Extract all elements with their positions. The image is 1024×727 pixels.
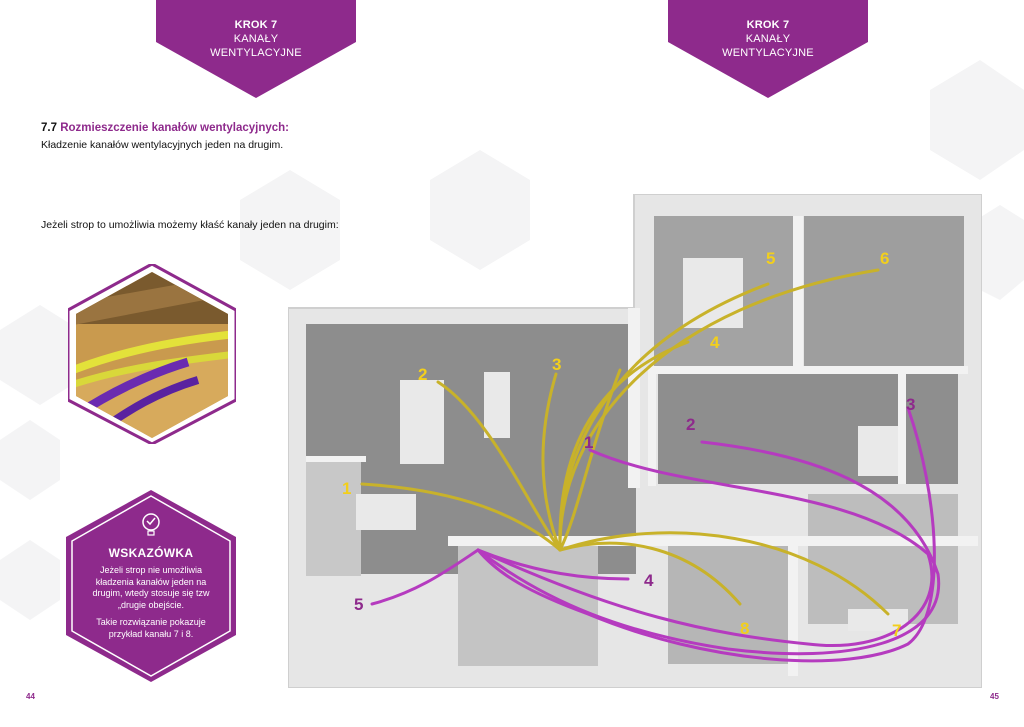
label-yellow-3: 3	[552, 355, 561, 374]
step-title-2: WENTYLACYJNE	[722, 47, 814, 59]
tip-paragraph-2: Takie rozwiązanie pokazuje przykład kana…	[96, 617, 206, 639]
section-title: 7.7 Rozmieszczenie kanałów wentylacyjnyc…	[41, 122, 289, 134]
label-yellow-7: 7	[892, 621, 901, 640]
plan-furniture	[356, 258, 908, 631]
label-purple-1: 1	[584, 433, 593, 452]
lightbulb-icon	[142, 513, 160, 536]
label-yellow-5: 5	[766, 249, 775, 268]
step-title-2: WENTYLACYJNE	[210, 47, 302, 59]
plan-walls	[306, 216, 978, 676]
label-purple-3: 3	[906, 395, 915, 414]
step-label: KROK 7	[746, 19, 790, 31]
step-banner-right: KROK 7 KANAŁY WENTYLACYJNE	[668, 0, 868, 98]
purple-ducts	[370, 406, 941, 663]
page-number-left: 44	[26, 692, 35, 701]
tip-heading: WSKAZÓWKA	[108, 546, 194, 560]
label-yellow-4: 4	[710, 333, 720, 352]
section-heading: Rozmieszczenie kanałów wentylacyjnych:	[60, 122, 290, 134]
step-title-1: KANAŁY	[233, 33, 279, 45]
floor-plan: 1 2 3 4 5 6 7 8 1 2 3 4 5	[288, 194, 982, 688]
ducts-photo-hexagon	[68, 264, 236, 444]
step-banner-left: KROK 7 KANAŁY WENTYLACYJNE	[156, 0, 356, 98]
label-purple-5: 5	[354, 595, 363, 614]
label-purple-2: 2	[686, 415, 695, 434]
banner-shape	[668, 0, 868, 98]
intro-text: Jeżeli strop to umożliwia możemy kłaść k…	[41, 219, 339, 231]
tip-hexagon	[66, 490, 236, 682]
plan-floors	[306, 216, 964, 666]
label-purple-4: 4	[644, 571, 654, 590]
label-yellow-2: 2	[418, 365, 427, 384]
label-yellow-1: 1	[342, 479, 351, 498]
banner-text: KROK 7 KANAŁY WENTYLACYJNE	[668, 18, 868, 60]
tip-content: WSKAZÓWKA Jeżeli strop nie umożliwia kła…	[84, 546, 218, 646]
step-label: KROK 7	[234, 19, 278, 31]
step-title-1: KANAŁY	[745, 33, 791, 45]
label-yellow-6: 6	[880, 249, 889, 268]
banner-text: KROK 7 KANAŁY WENTYLACYJNE	[156, 18, 356, 60]
section-subtitle: Kładzenie kanałów wentylacyjnych jeden n…	[41, 139, 284, 151]
banner-shape	[156, 0, 356, 98]
page-number-right: 45	[990, 692, 999, 701]
section-number: 7.7	[41, 122, 57, 134]
tip-paragraph-1: Jeżeli strop nie umożliwia kładzenia kan…	[92, 565, 210, 610]
yellow-ducts	[360, 268, 890, 616]
label-yellow-8: 8	[740, 619, 749, 638]
tip-box: WSKAZÓWKA Jeżeli strop nie umożliwia kła…	[66, 490, 236, 682]
